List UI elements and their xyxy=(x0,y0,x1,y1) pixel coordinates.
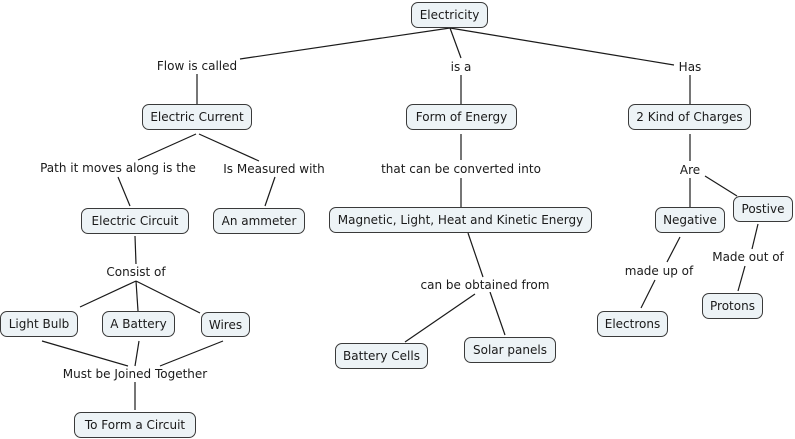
concept-node-negative[interactable]: Negative xyxy=(655,207,725,233)
connection-line xyxy=(751,223,759,250)
concept-node-energy-types[interactable]: Magnetic, Light, Heat and Kinetic Energy xyxy=(329,207,592,233)
concept-node-electricity[interactable]: Electricity xyxy=(411,2,488,28)
concept-node-electrons[interactable]: Electrons xyxy=(597,311,668,337)
connection-line xyxy=(449,27,675,66)
concept-node-form-of-energy[interactable]: Form of Energy xyxy=(406,104,517,130)
connection-line xyxy=(704,175,738,197)
connection-line xyxy=(79,280,137,308)
connection-line xyxy=(135,280,201,314)
connection-line xyxy=(137,133,197,161)
connection-line xyxy=(198,133,260,162)
linking-phrase-obtained-from[interactable]: can be obtained from xyxy=(418,278,552,292)
connection-line xyxy=(117,176,131,207)
concept-node-positive[interactable]: Postive xyxy=(733,196,793,222)
concept-node-electric-current[interactable]: Electric Current xyxy=(142,104,252,130)
connection-line xyxy=(239,27,451,60)
linking-phrase-made-up-of[interactable]: made up of xyxy=(622,264,696,278)
connection-line xyxy=(41,340,129,367)
connection-line xyxy=(264,176,276,207)
linking-phrase-must-be-joined[interactable]: Must be Joined Together xyxy=(60,367,210,381)
linking-phrase-are[interactable]: Are xyxy=(677,163,703,177)
connection-line xyxy=(159,340,224,367)
concept-node-wires[interactable]: Wires xyxy=(201,312,250,337)
connection-line xyxy=(404,293,476,343)
linking-phrase-path-moves-along[interactable]: Path it moves along is the xyxy=(38,161,198,175)
linking-phrase-is-measured-with[interactable]: Is Measured with xyxy=(221,162,327,176)
linking-phrase-converted-into[interactable]: that can be converted into xyxy=(379,162,543,176)
concept-node-light-bulb[interactable]: Light Bulb xyxy=(0,311,78,337)
concept-node-electric-circuit[interactable]: Electric Circuit xyxy=(81,208,189,234)
connection-line xyxy=(135,280,139,312)
linking-phrase-made-out-of[interactable]: Made out of xyxy=(710,250,786,264)
connection-line xyxy=(737,265,746,292)
linking-phrase-has[interactable]: Has xyxy=(676,60,704,74)
connection-line xyxy=(489,291,506,336)
connection-line xyxy=(134,235,137,265)
concept-node-solar-panels[interactable]: Solar panels xyxy=(464,337,556,363)
linking-phrase-flow-is-called[interactable]: Flow is called xyxy=(154,59,240,73)
concept-node-ammeter[interactable]: An ammeter xyxy=(213,208,305,234)
linking-phrase-is-a[interactable]: is a xyxy=(448,60,474,74)
concept-node-form-circuit[interactable]: To Form a Circuit xyxy=(74,412,196,438)
linking-phrase-consist-of[interactable]: Consist of xyxy=(104,265,168,279)
concept-node-two-kind-of-charges[interactable]: 2 Kind of Charges xyxy=(628,104,751,130)
concept-node-battery-cells[interactable]: Battery Cells xyxy=(335,343,428,369)
connection-line xyxy=(467,232,484,278)
connection-line xyxy=(640,279,656,309)
concept-node-battery[interactable]: A Battery xyxy=(102,311,175,337)
concept-node-protons[interactable]: Protons xyxy=(702,293,763,319)
connection-line xyxy=(134,340,140,367)
connection-line xyxy=(666,236,681,263)
connection-line xyxy=(449,27,462,59)
